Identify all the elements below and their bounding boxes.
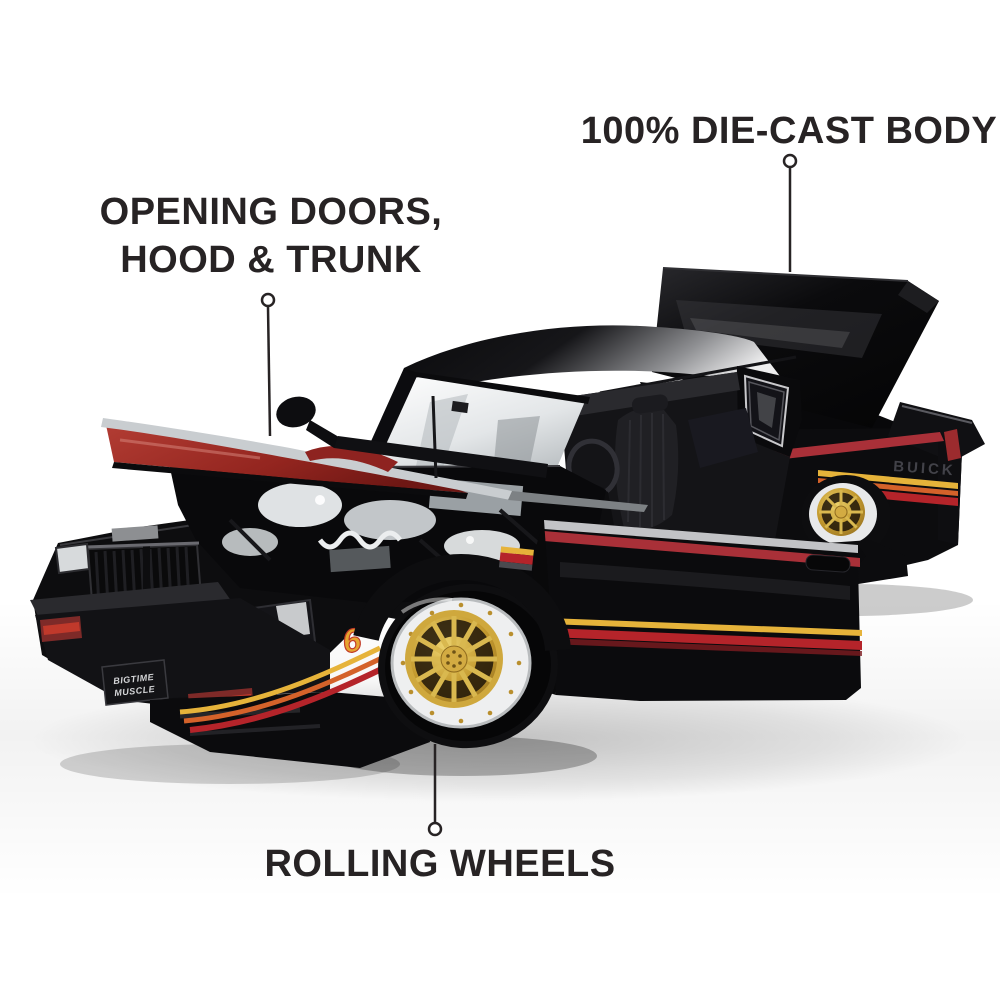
door-window-frame: [334, 436, 548, 478]
plate-line1: BIGTIME: [113, 672, 155, 686]
callout-dot-wheels: [427, 821, 443, 837]
rear-seat: [688, 408, 758, 468]
callout-label-wheels: ROLLING WHEELS: [264, 843, 615, 885]
callout-dot-opening: [260, 292, 276, 308]
driver-door: [532, 520, 866, 701]
beltline-stripe-rear: [762, 432, 944, 461]
front-bumper: [30, 582, 232, 620]
callout-line-opening: [266, 306, 272, 437]
cowl-vent: [111, 525, 159, 542]
callout-opening-parts: OPENING DOORS, HOOD & TRUNK: [100, 191, 443, 437]
front-wheel: [353, 554, 571, 749]
taillight: [944, 429, 961, 461]
door-handle: [805, 554, 851, 573]
headrest: [631, 394, 669, 414]
hood: [101, 418, 648, 512]
callout-die-cast-body: 100% DIE-CAST BODY: [581, 110, 998, 272]
door-stripe-red: [548, 628, 862, 650]
callout-rolling-wheels: ROLLING WHEELS: [264, 744, 615, 885]
callout-label-opening-line2: HOOD & TRUNK: [120, 239, 422, 281]
wheel-mesh-spokes: [409, 614, 499, 704]
door-sill-chrome: [544, 520, 858, 553]
door-beltline-stripe: [544, 531, 860, 567]
callout-dot-die-cast: [782, 153, 798, 169]
door-stripe-yellow: [548, 618, 862, 636]
side-mirror: [276, 396, 548, 478]
driver-seat: [615, 407, 679, 530]
callout-label-die-cast: 100% DIE-CAST BODY: [581, 110, 998, 152]
engine-coil: [317, 530, 403, 550]
front-fender-arch: [353, 554, 571, 652]
plate-line2: MUSCLE: [114, 684, 156, 698]
air-dam: [150, 692, 430, 768]
front-license-plate: [101, 659, 169, 706]
fender-stripe-yellow: [179, 645, 382, 715]
fender-decal: [498, 546, 534, 571]
rear-spoiler: [888, 402, 985, 462]
fender-stripe-red: [189, 661, 394, 733]
hood-leading-edge: [101, 418, 512, 500]
hood-prop-rod: [431, 395, 438, 479]
front-fascia: BIGTIME MUSCLE 6: [30, 541, 430, 768]
fender-stripe-orange: [183, 653, 388, 724]
headlight-left: [54, 542, 91, 575]
buick-badge: BUICK: [893, 458, 957, 479]
callout-label-opening-line1: OPENING DOORS,: [100, 191, 443, 233]
rearview-mirror: [451, 400, 469, 414]
